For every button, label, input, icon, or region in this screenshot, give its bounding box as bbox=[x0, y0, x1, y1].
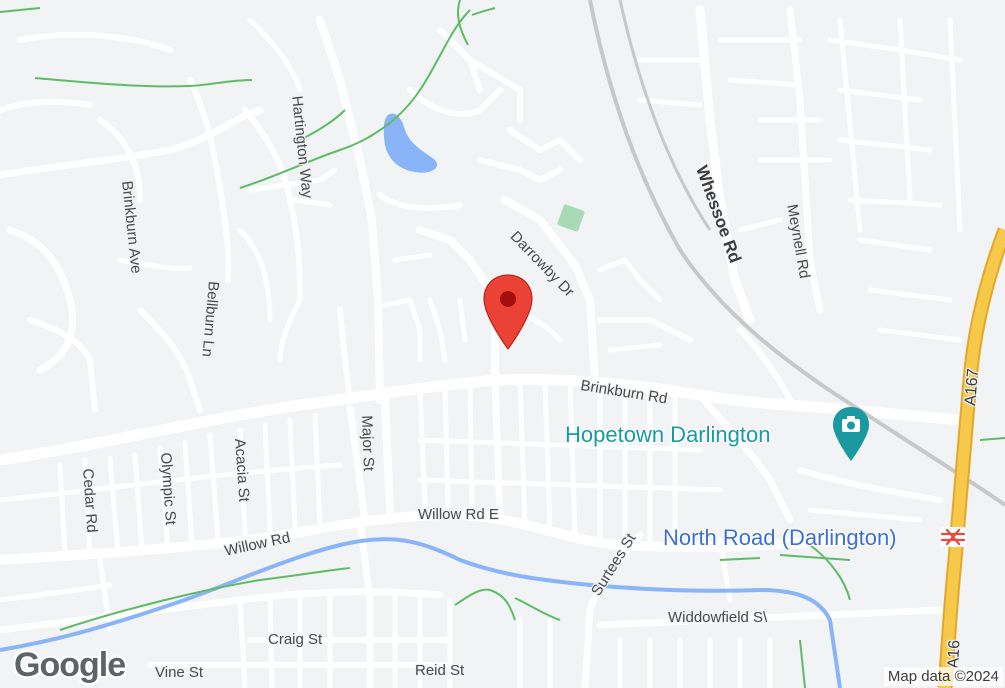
a167-road bbox=[939, 228, 1005, 688]
street-label-willow-rd-e: Willow Rd E bbox=[418, 506, 499, 523]
river-skerne bbox=[0, 537, 842, 688]
google-logo[interactable]: Google bbox=[14, 646, 126, 684]
railway-line bbox=[588, 0, 1005, 507]
road-label-a167-south: A16 bbox=[945, 639, 964, 669]
street-label-vine-st: Vine St bbox=[155, 664, 204, 681]
road-label-a167-north: A167 bbox=[962, 367, 983, 407]
map-attribution[interactable]: Map data ©2024 bbox=[883, 667, 1003, 686]
poi-station-label[interactable]: North Road (Darlington) bbox=[663, 525, 897, 550]
location-pin-icon[interactable] bbox=[481, 273, 535, 351]
street-label-widdowfield-st: Widdowfield S\ bbox=[668, 609, 768, 626]
street-label-major-st: Major St bbox=[358, 415, 377, 472]
train-icon[interactable] bbox=[940, 527, 966, 547]
park-area bbox=[557, 204, 585, 232]
poi-hopetown-darlington[interactable]: Hopetown Darlington bbox=[565, 422, 770, 448]
street-label-reid-st: Reid St bbox=[415, 662, 465, 679]
camera-icon[interactable] bbox=[830, 405, 872, 463]
pond bbox=[383, 113, 438, 173]
street-label-craig-st: Craig St bbox=[268, 631, 323, 648]
poi-hopetown-label[interactable]: Hopetown Darlington bbox=[565, 422, 771, 447]
poi-north-road-station[interactable]: North Road (Darlington) bbox=[663, 525, 897, 551]
street-network bbox=[0, 5, 966, 688]
railway-spur bbox=[618, 0, 712, 231]
